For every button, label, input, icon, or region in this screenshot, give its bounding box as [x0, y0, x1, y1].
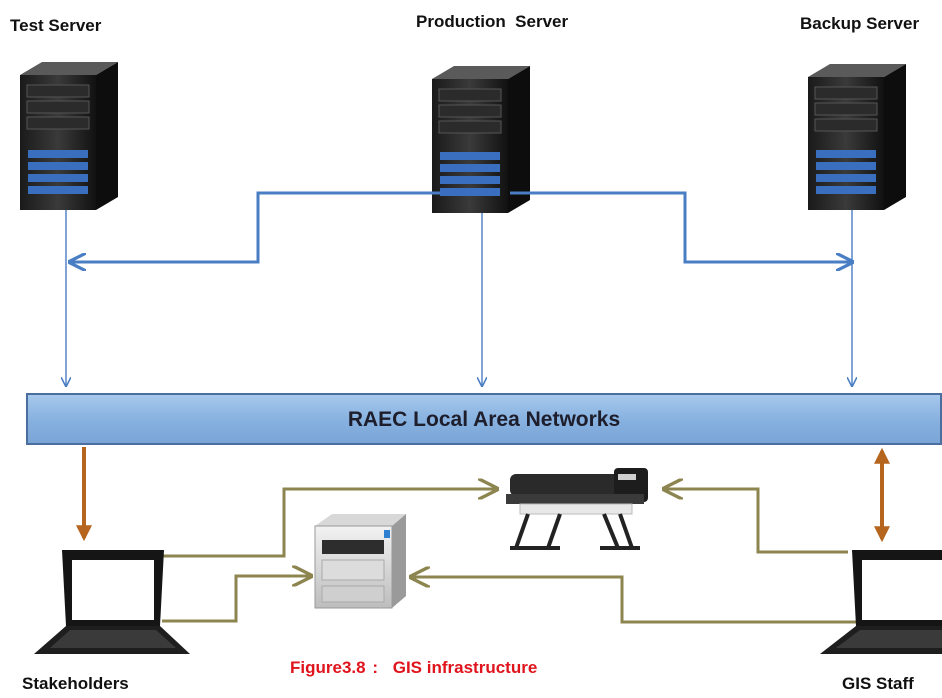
- caption-separator: :: [372, 658, 378, 677]
- gis-staff-laptop-icon: [820, 550, 942, 654]
- gis-staff-label: GIS Staff: [842, 674, 914, 693]
- server-lan-links: [66, 210, 852, 386]
- production-server-icon: [432, 66, 530, 213]
- printer-links: [162, 489, 858, 624]
- lan-label: RAEC Local Area Networks: [347, 408, 621, 431]
- gis-printer-link: [411, 577, 858, 624]
- test-server-label: Test Server: [10, 16, 102, 35]
- figure-number: Figure3.8: [290, 658, 366, 677]
- gis-plotter-link: [664, 489, 848, 554]
- backup-server-icon: [808, 64, 906, 210]
- figure-title: GIS infrastructure: [392, 658, 538, 677]
- lan-bar: RAEC Local Area Networks: [26, 393, 942, 445]
- prod-to-backup-link: [510, 191, 852, 262]
- backup-server-label: Backup Server: [800, 14, 920, 33]
- prod-to-test-link: [70, 191, 440, 262]
- printer-icon: [314, 514, 406, 609]
- client-lan-links: [76, 447, 890, 543]
- stakeholders-laptop-icon: [34, 550, 190, 654]
- plotter-icon: [506, 468, 648, 550]
- production-server-label: Production Server: [416, 12, 569, 31]
- stakeholders-printer-link: [162, 576, 311, 623]
- test-server-icon: [20, 62, 118, 210]
- figure-caption: Figure3.8 : GIS infrastructure: [290, 658, 537, 678]
- stakeholders-label: Stakeholders: [22, 674, 129, 693]
- stakeholders-plotter-link: [162, 489, 497, 558]
- server-interconnect: [70, 191, 852, 262]
